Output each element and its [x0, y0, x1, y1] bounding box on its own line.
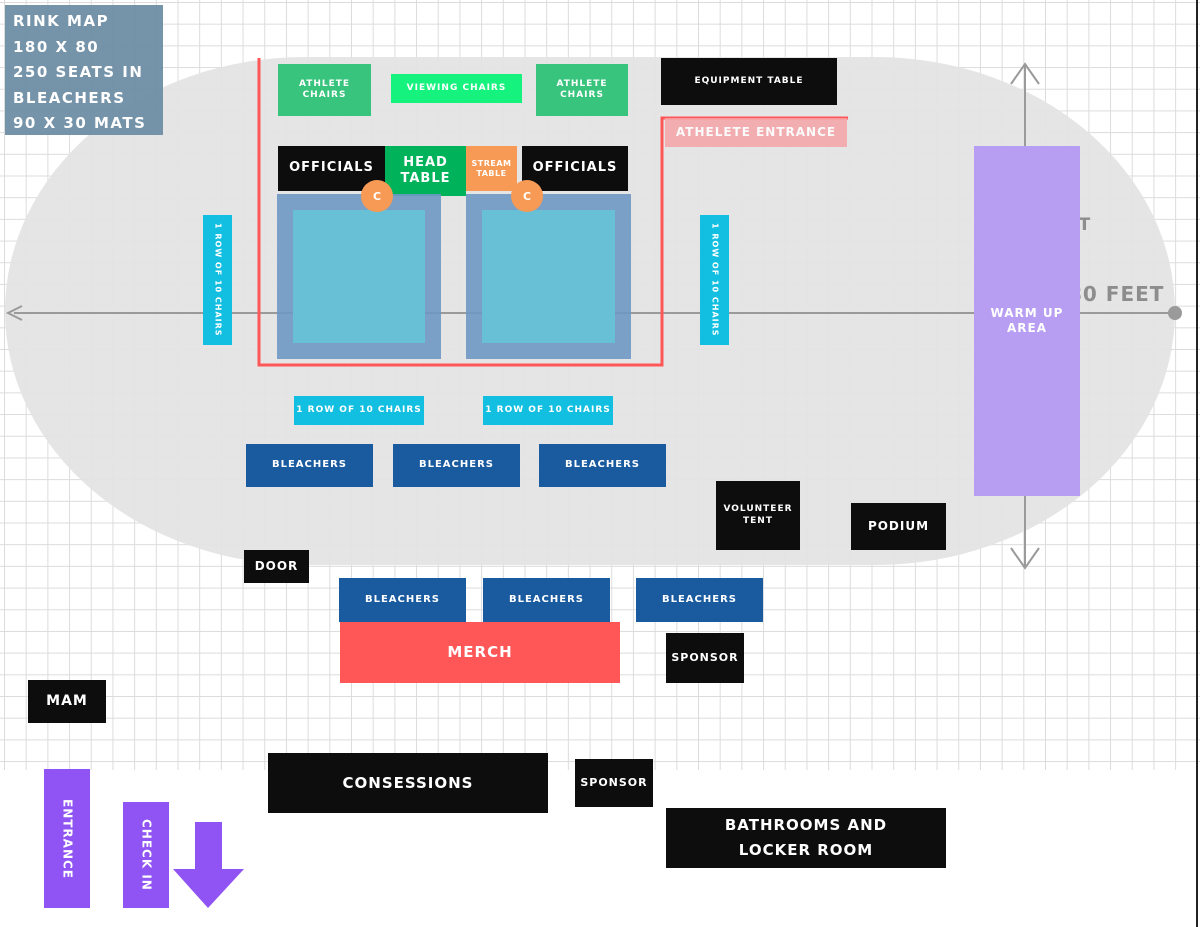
- athlete-chairs-label: ATHLETE CHAIRS: [298, 78, 351, 100]
- equipment-table: EQUIPMENT TABLE: [661, 58, 837, 105]
- bleachers-5: BLEACHERS: [483, 578, 610, 622]
- stream-table-label: STREAM TABLE: [471, 158, 512, 178]
- coach-marker-label: C: [372, 189, 382, 203]
- stream-table: STREAM TABLE: [466, 146, 517, 191]
- consessions-label: CONSESSIONS: [342, 773, 474, 792]
- bleachers-2: BLEACHERS: [393, 444, 520, 487]
- coach-marker-label: C: [522, 189, 532, 203]
- mam: MAM: [28, 680, 106, 723]
- sponsor-label: SPONSOR: [580, 776, 648, 790]
- athlete-chairs-right: ATHLETE CHAIRS: [536, 64, 628, 116]
- officials-right: OFFICIALS: [522, 146, 628, 191]
- athlete-entrance-label: ATHELETE ENTRANCE: [675, 125, 837, 139]
- bleachers-label: BLEACHERS: [418, 459, 494, 471]
- bleachers-1: BLEACHERS: [246, 444, 373, 487]
- coach-marker-left: C: [361, 180, 393, 212]
- mam-label: MAM: [46, 692, 88, 709]
- entrance-label: ENTRANCE: [60, 798, 75, 879]
- volunteer-tent: VOLUNTEER TENT: [716, 481, 800, 550]
- bathrooms-label: BATHROOMS AND LOCKER ROOM: [724, 816, 888, 859]
- width-dimension-label: 80 FEET: [1068, 282, 1165, 306]
- consessions: CONSESSIONS: [268, 753, 548, 813]
- warm-up-area: WARM UP AREA: [974, 146, 1080, 496]
- sponsor-lower: SPONSOR: [575, 759, 653, 807]
- athlete-entrance: ATHELETE ENTRANCE: [665, 118, 847, 147]
- page-border: [1196, 0, 1198, 927]
- title-line: 90 X 30 MATS: [13, 114, 147, 132]
- viewing-chairs: VIEWING CHAIRS: [391, 74, 522, 103]
- entrance: ENTRANCE: [44, 769, 90, 908]
- mat-left-center: [293, 210, 425, 343]
- viewing-chairs-label: VIEWING CHAIRS: [406, 82, 507, 93]
- head-table: HEAD TABLE: [385, 146, 466, 196]
- merch-label: MERCH: [447, 643, 513, 662]
- bathrooms-locker-room: BATHROOMS AND LOCKER ROOM: [666, 808, 946, 868]
- bleachers-label: BLEACHERS: [661, 593, 737, 605]
- door-label: DOOR: [254, 559, 299, 573]
- officials-label: OFFICIALS: [289, 160, 374, 176]
- mat-right-center: [482, 210, 615, 343]
- chair-row-label: 1 ROW OF 10 CHAIRS: [485, 404, 611, 415]
- title-line: RINK MAP: [13, 12, 110, 30]
- sponsor-label: SPONSOR: [671, 651, 739, 665]
- bleachers-label: BLEACHERS: [564, 459, 640, 471]
- title-line: 250 SEATS IN: [13, 63, 144, 81]
- door: DOOR: [244, 550, 309, 583]
- check-in-label: CHECK IN: [139, 819, 154, 891]
- sponsor-upper: SPONSOR: [666, 633, 744, 683]
- merch: MERCH: [340, 622, 620, 683]
- bleachers-label: BLEACHERS: [271, 459, 347, 471]
- bleachers-3: BLEACHERS: [539, 444, 666, 487]
- warm-up-label: WARM UP AREA: [990, 306, 1064, 335]
- equipment-table-label: EQUIPMENT TABLE: [694, 75, 804, 86]
- chair-row-front-right: 1 ROW OF 10 CHAIRS: [483, 396, 613, 425]
- chair-row-left: 1 ROW OF 10 CHAIRS: [203, 215, 232, 345]
- title-line: BLEACHERS: [13, 88, 126, 107]
- coach-marker-right: C: [511, 180, 543, 212]
- podium: PODIUM: [851, 503, 946, 550]
- chair-row-label: 1 ROW OF 10 CHAIRS: [213, 223, 223, 337]
- chair-row-front-left: 1 ROW OF 10 CHAIRS: [294, 396, 424, 425]
- title-line: 180 X 80: [13, 37, 100, 56]
- chair-row-label: 1 ROW OF 10 CHAIRS: [710, 223, 720, 337]
- chair-row-right: 1 ROW OF 10 CHAIRS: [700, 215, 729, 345]
- map-title-block: RINK MAP 180 X 80 250 SEATS IN BLEACHERS…: [5, 5, 163, 135]
- head-table-label: HEAD TABLE: [400, 154, 451, 186]
- bleachers-label: BLEACHERS: [508, 593, 584, 605]
- bleachers-label: BLEACHERS: [364, 593, 440, 605]
- chair-row-label: 1 ROW OF 10 CHAIRS: [296, 404, 422, 415]
- athlete-chairs-label: ATHLETE CHAIRS: [556, 78, 608, 100]
- volunteer-tent-label: VOLUNTEER TENT: [723, 504, 793, 526]
- podium-label: PODIUM: [867, 519, 930, 533]
- check-in: CHECK IN: [123, 802, 169, 908]
- athlete-chairs-left: ATHLETE CHAIRS: [278, 64, 371, 116]
- bleachers-4: BLEACHERS: [339, 578, 466, 622]
- bleachers-6: BLEACHERS: [636, 578, 763, 622]
- officials-label: OFFICIALS: [532, 160, 618, 176]
